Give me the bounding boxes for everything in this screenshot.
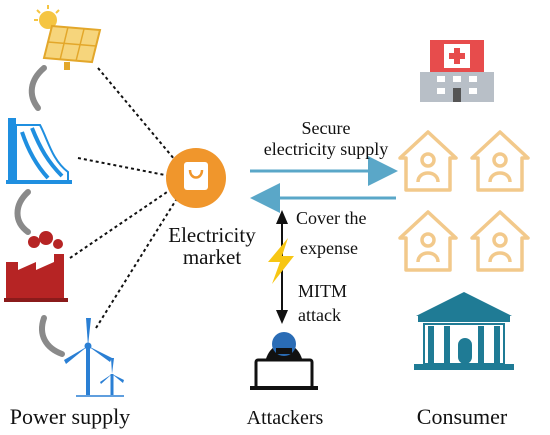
factory-icon [4,231,68,302]
power-chain-connectors [14,65,65,357]
market-links [69,67,177,329]
power-supply-label: Power supply [10,404,130,429]
hospital-icon [420,40,494,102]
cover-expense-label-line1: Cover the [296,208,366,228]
cover-expense-label-line2: expense [300,238,358,258]
shopping-bag-icon [166,148,226,208]
government-building-icon [414,292,514,370]
attackers-label: Attackers [247,407,324,429]
market-label-line2: market [183,245,241,269]
consumer-label: Consumer [417,404,508,429]
hacker-laptop-icon [250,332,318,390]
house-icon [470,210,530,272]
house-icon [470,130,530,192]
secure-supply-label-line2: electricity supply [264,139,388,159]
house-icon [398,130,458,192]
hydro-dam-icon [6,118,72,184]
solar-panel-icon [34,5,102,70]
wind-turbine-icon [64,318,124,397]
market-label-line1: Electricity [168,223,256,247]
secure-supply-label-line1: Secure [302,118,351,138]
house-icon [398,210,458,272]
mitm-label-line1: MITM [298,281,347,301]
lightning-icon [268,238,294,284]
mitm-label-line2: attack [298,305,341,325]
